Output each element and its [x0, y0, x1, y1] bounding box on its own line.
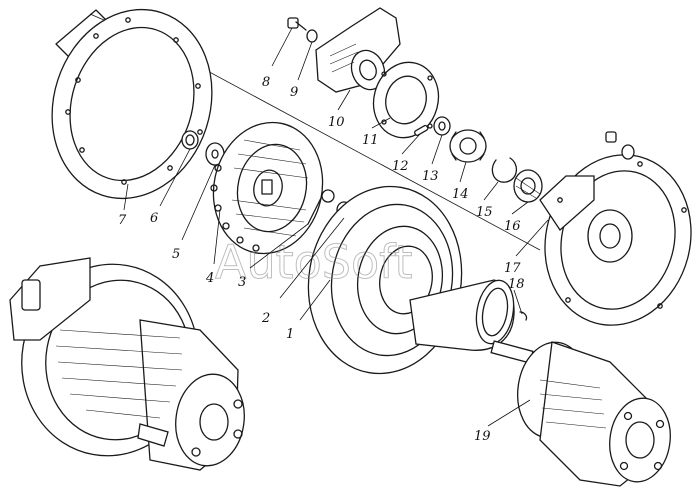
callout-labels: 1 2 3 4 5 6 7 8 9 10 11 12 13 14 15 16 1…	[118, 75, 525, 444]
assembled-pump-unit	[9, 257, 245, 471]
bolt-8	[287, 17, 307, 31]
watermark-text: AutoSoft	[215, 235, 413, 289]
callout-15: 15	[476, 205, 493, 220]
nut-6	[181, 130, 199, 150]
callout-17: 17	[504, 261, 521, 276]
key-12	[414, 124, 429, 137]
callout-5: 5	[172, 247, 180, 262]
stud-3	[307, 189, 335, 225]
assembly-axis-line	[149, 39, 541, 251]
callout-11: 11	[362, 133, 379, 148]
bearing-16	[513, 169, 543, 203]
pin-18	[519, 311, 528, 321]
callout-4: 4	[205, 271, 214, 286]
callout-1: 1	[286, 327, 294, 342]
callout-14: 14	[452, 187, 469, 202]
small-gear-14	[449, 129, 487, 163]
leader-lines	[123, 27, 549, 427]
callout-10: 10	[328, 115, 345, 130]
callout-9: 9	[290, 85, 298, 100]
callout-8: 8	[262, 75, 270, 90]
callout-19: 19	[474, 429, 491, 444]
flange-cover-17	[539, 131, 692, 326]
callout-6: 6	[150, 211, 158, 226]
nut-13	[433, 116, 451, 136]
callout-13: 13	[422, 169, 439, 184]
callout-16: 16	[504, 219, 521, 234]
gasket-ring-7	[51, 8, 213, 200]
callout-12: 12	[392, 159, 409, 174]
callout-18: 18	[508, 277, 525, 292]
callout-3: 3	[238, 275, 246, 290]
callout-2: 2	[261, 311, 270, 326]
snap-ring-15	[491, 157, 517, 183]
electric-motor-19	[490, 340, 671, 487]
gasket-11	[372, 61, 440, 139]
bearing-housing-10	[315, 7, 401, 93]
volute-housing-1	[307, 185, 515, 375]
callout-7: 7	[118, 213, 127, 228]
washer-9	[306, 29, 318, 43]
